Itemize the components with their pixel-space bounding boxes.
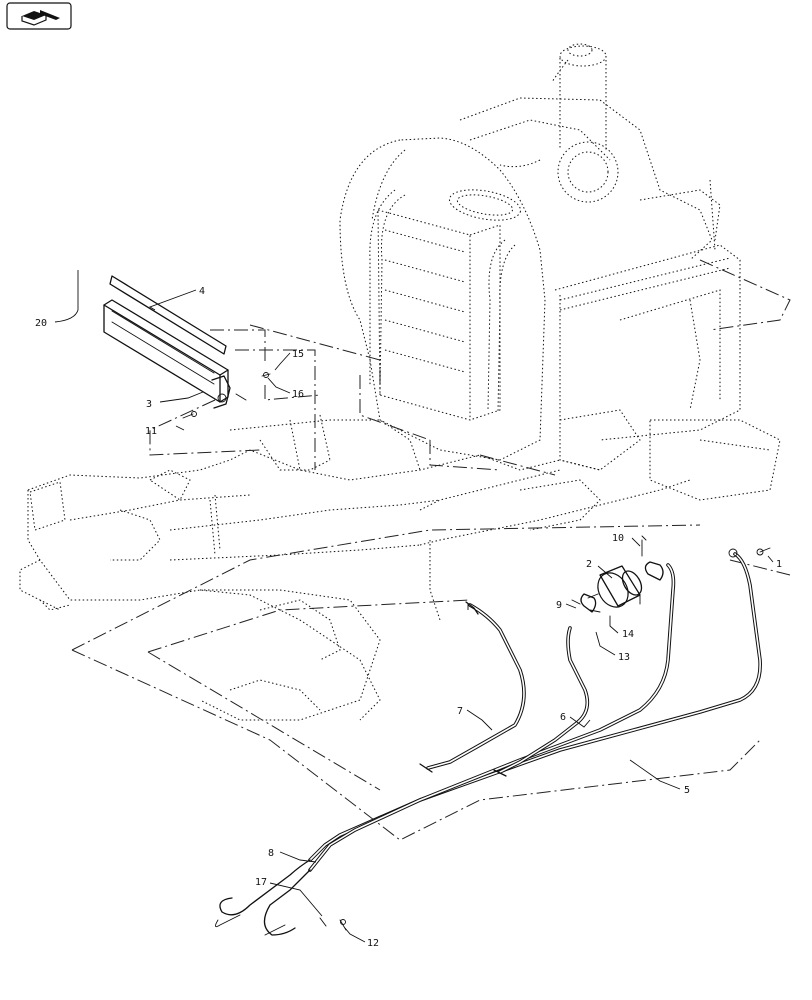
hose-6 (493, 626, 590, 777)
inline-filter (587, 565, 643, 613)
callout-labels: 1 2 3 4 5 6 7 8 9 10 11 12 13 14 15 16 1… (35, 286, 782, 949)
callout-11: 11 (145, 426, 157, 437)
callout-12: 12 (367, 938, 379, 949)
callout-9: 9 (556, 600, 562, 611)
callout-16: 16 (292, 389, 304, 400)
fastener-set (182, 372, 771, 931)
callout-6: 6 (560, 712, 566, 723)
callout-20: 20 (35, 318, 47, 329)
callout-15: 15 (292, 349, 304, 360)
machine-frame (19, 414, 691, 721)
engine-radiator-assembly (339, 43, 781, 501)
hose-5 (308, 548, 762, 862)
oil-cooler-assembly (103, 275, 247, 409)
callout-8: 8 (268, 848, 274, 859)
callout-14: 14 (622, 629, 634, 640)
hose-clamp-upper (639, 535, 664, 605)
callout-4: 4 (199, 286, 205, 297)
callout-1: 1 (776, 559, 782, 570)
callout-leaders (54, 270, 774, 943)
callout-10: 10 (612, 533, 624, 544)
callout-2: 2 (586, 559, 592, 570)
assembly-centerlines (71, 259, 791, 841)
callout-7: 7 (457, 706, 463, 717)
page-navigation-icon[interactable] (6, 2, 72, 30)
callout-17: 17 (255, 877, 267, 888)
callout-5: 5 (684, 785, 690, 796)
callout-13: 13 (618, 652, 630, 663)
hose-7 (419, 601, 526, 773)
hose-clamp-lower (571, 593, 611, 627)
callout-3: 3 (146, 399, 152, 410)
hose-8 (215, 563, 676, 936)
